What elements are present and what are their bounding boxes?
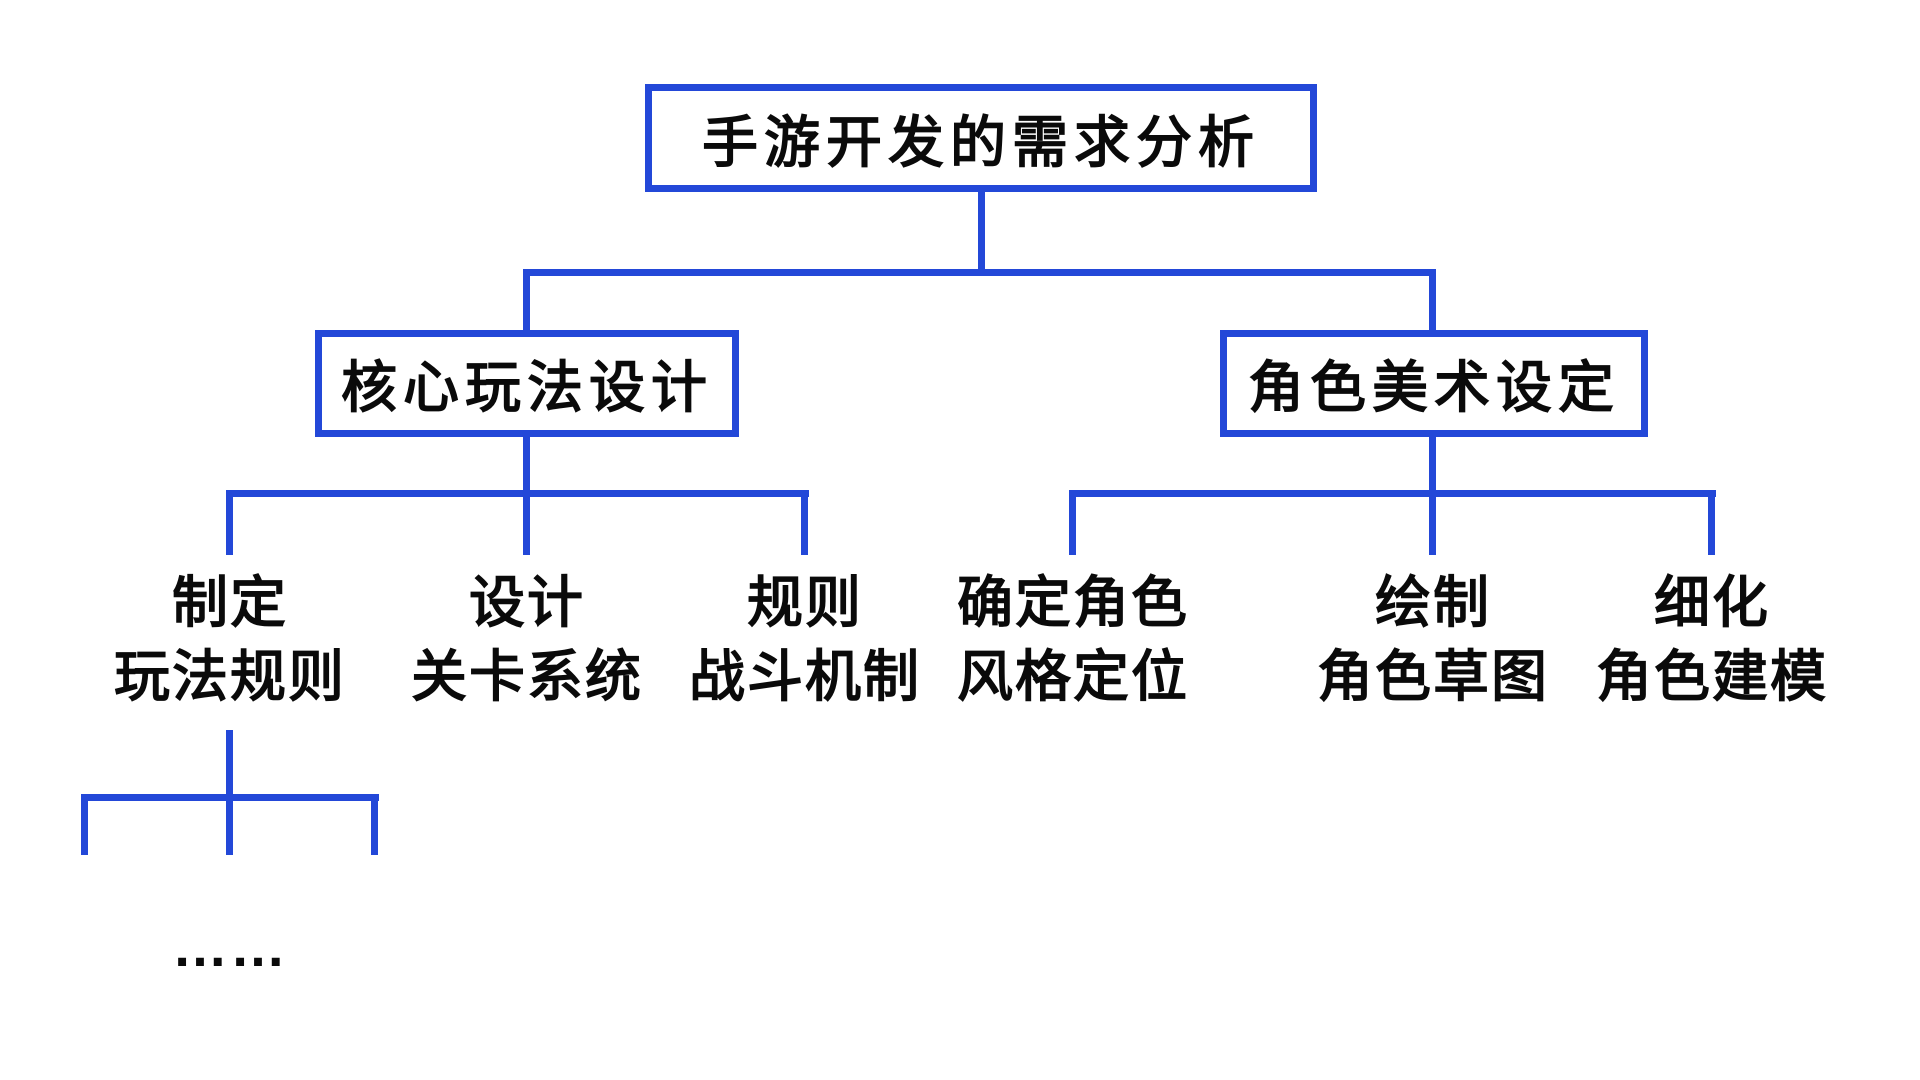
- leaf-character-style-positioning-line1: 确定角色: [957, 571, 1189, 634]
- leaf-design-level-system: 设计 关卡系统: [347, 566, 707, 714]
- connector-continuation-stem: [226, 730, 233, 855]
- node-core-gameplay: 核心玩法设计: [315, 330, 739, 437]
- connector-left-fork-drop-2: [523, 490, 530, 555]
- node-character-art: 角色美术设定: [1220, 330, 1648, 437]
- leaf-character-style-positioning-line2: 风格定位: [957, 645, 1189, 708]
- connector-left-fork-drop-3: [801, 490, 808, 555]
- leaf-design-level-system-line1: 设计: [469, 571, 585, 634]
- connector-left-branch-drop: [523, 269, 530, 332]
- leaf-rules-combat-mechanism-line2: 战斗机制: [689, 645, 921, 708]
- connector-right-fork-drop-2: [1429, 490, 1436, 555]
- continuation-ellipsis-label: ……: [172, 915, 288, 978]
- leaf-draw-character-sketch-line1: 绘制: [1375, 571, 1491, 634]
- connector-left-fork-horizontal: [226, 490, 809, 497]
- leaf-refine-character-modeling: 细化 角色建模: [1532, 566, 1892, 714]
- connector-right-fork-horizontal: [1069, 490, 1716, 497]
- leaf-refine-character-modeling-line2: 角色建模: [1596, 645, 1828, 708]
- node-character-art-label: 角色美术设定: [1248, 356, 1620, 419]
- connector-right-branch-drop: [1429, 269, 1436, 332]
- connector-right-fork-stem: [1429, 437, 1436, 493]
- leaf-refine-character-modeling-line1: 细化: [1654, 571, 1770, 634]
- leaf-rules-combat-mechanism-line1: 规则: [747, 571, 863, 634]
- connector-right-fork-drop-1: [1069, 490, 1076, 555]
- connector-left-fork-stem: [523, 437, 530, 493]
- leaf-make-gameplay-rules: 制定 玩法规则: [50, 566, 410, 714]
- leaf-character-style-positioning: 确定角色 风格定位: [893, 566, 1253, 714]
- connector-level1-horizontal: [523, 269, 1436, 276]
- leaf-draw-character-sketch-line2: 角色草图: [1317, 645, 1549, 708]
- node-root: 手游开发的需求分析: [645, 84, 1317, 192]
- leaf-make-gameplay-rules-line1: 制定: [172, 571, 288, 634]
- leaf-make-gameplay-rules-line2: 玩法规则: [114, 645, 346, 708]
- connector-continuation-drop-1: [81, 794, 88, 855]
- connector-right-fork-drop-3: [1708, 490, 1715, 555]
- leaf-draw-character-sketch: 绘制 角色草图: [1253, 566, 1613, 714]
- leaf-design-level-system-line2: 关卡系统: [411, 645, 643, 708]
- connector-left-fork-drop-1: [226, 490, 233, 555]
- connector-root-drop: [978, 192, 985, 272]
- node-root-label: 手游开发的需求分析: [702, 110, 1260, 174]
- connector-continuation-drop-3: [371, 794, 378, 855]
- leaf-rules-combat-mechanism: 规则 战斗机制: [625, 566, 985, 714]
- connector-continuation-horizontal: [81, 794, 379, 801]
- node-core-gameplay-label: 核心玩法设计: [341, 356, 713, 419]
